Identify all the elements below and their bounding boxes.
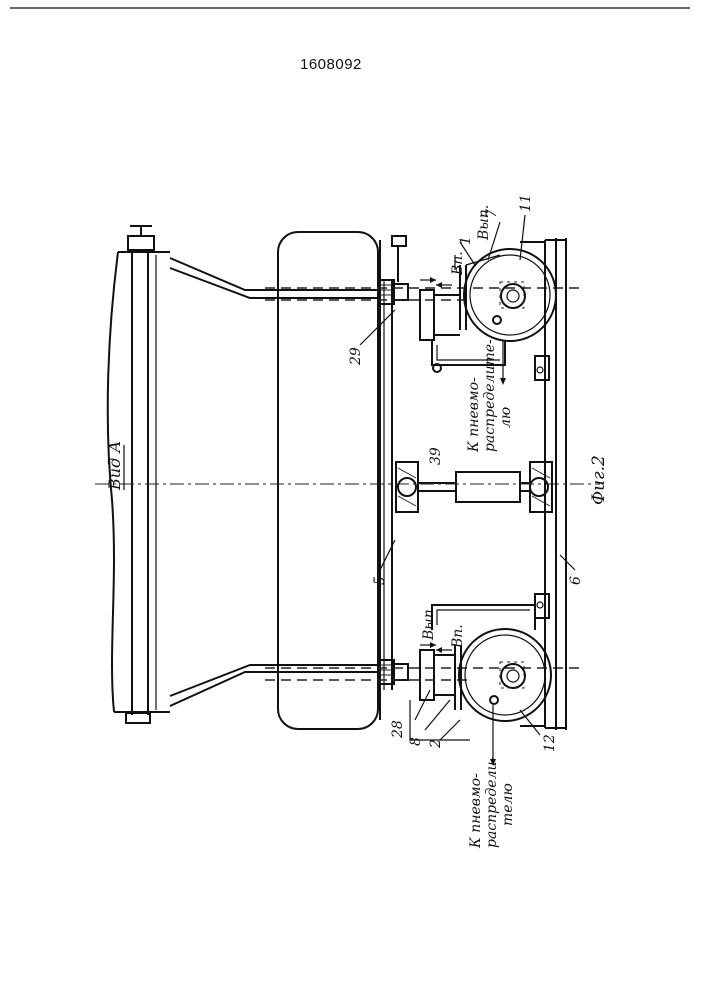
- cylinder-39: [396, 462, 552, 512]
- note-top: К пневмо- распределите- лю: [466, 339, 514, 453]
- view-label: Вид А: [105, 441, 124, 491]
- label-8: 8: [408, 737, 424, 746]
- note-top-line1: К пневмо-: [466, 377, 482, 453]
- label-29: 29: [348, 347, 364, 366]
- label-vyp-bottom: Вып.: [421, 605, 437, 641]
- note-bottom: К пневмо- распредели- телю: [468, 756, 516, 849]
- support-arms: [170, 258, 380, 706]
- label-7: 7: [484, 209, 500, 218]
- label-vp-bottom: Вп.: [450, 624, 466, 649]
- handle: [392, 236, 406, 282]
- label-6: 6: [568, 576, 584, 585]
- label-5: 5: [372, 576, 388, 585]
- label-11: 11: [518, 194, 534, 212]
- note-bottom-line1: К пневмо-: [468, 773, 484, 849]
- figure-caption: Фиг.2: [589, 455, 609, 505]
- housing: [278, 232, 378, 729]
- label-vp-top: Вп.: [450, 251, 466, 276]
- label-28: 28: [390, 720, 406, 739]
- label-1: 1: [458, 236, 474, 245]
- note-top-line2: распределите-: [482, 339, 498, 452]
- label-12: 12: [542, 734, 558, 752]
- note-top-line3: лю: [498, 407, 514, 428]
- label-39: 39: [428, 447, 444, 465]
- note-bottom-line3: телю: [500, 783, 516, 826]
- shaft-5: [380, 240, 392, 720]
- note-bottom-line2: распредели-: [484, 756, 500, 848]
- label-2: 2: [428, 739, 444, 749]
